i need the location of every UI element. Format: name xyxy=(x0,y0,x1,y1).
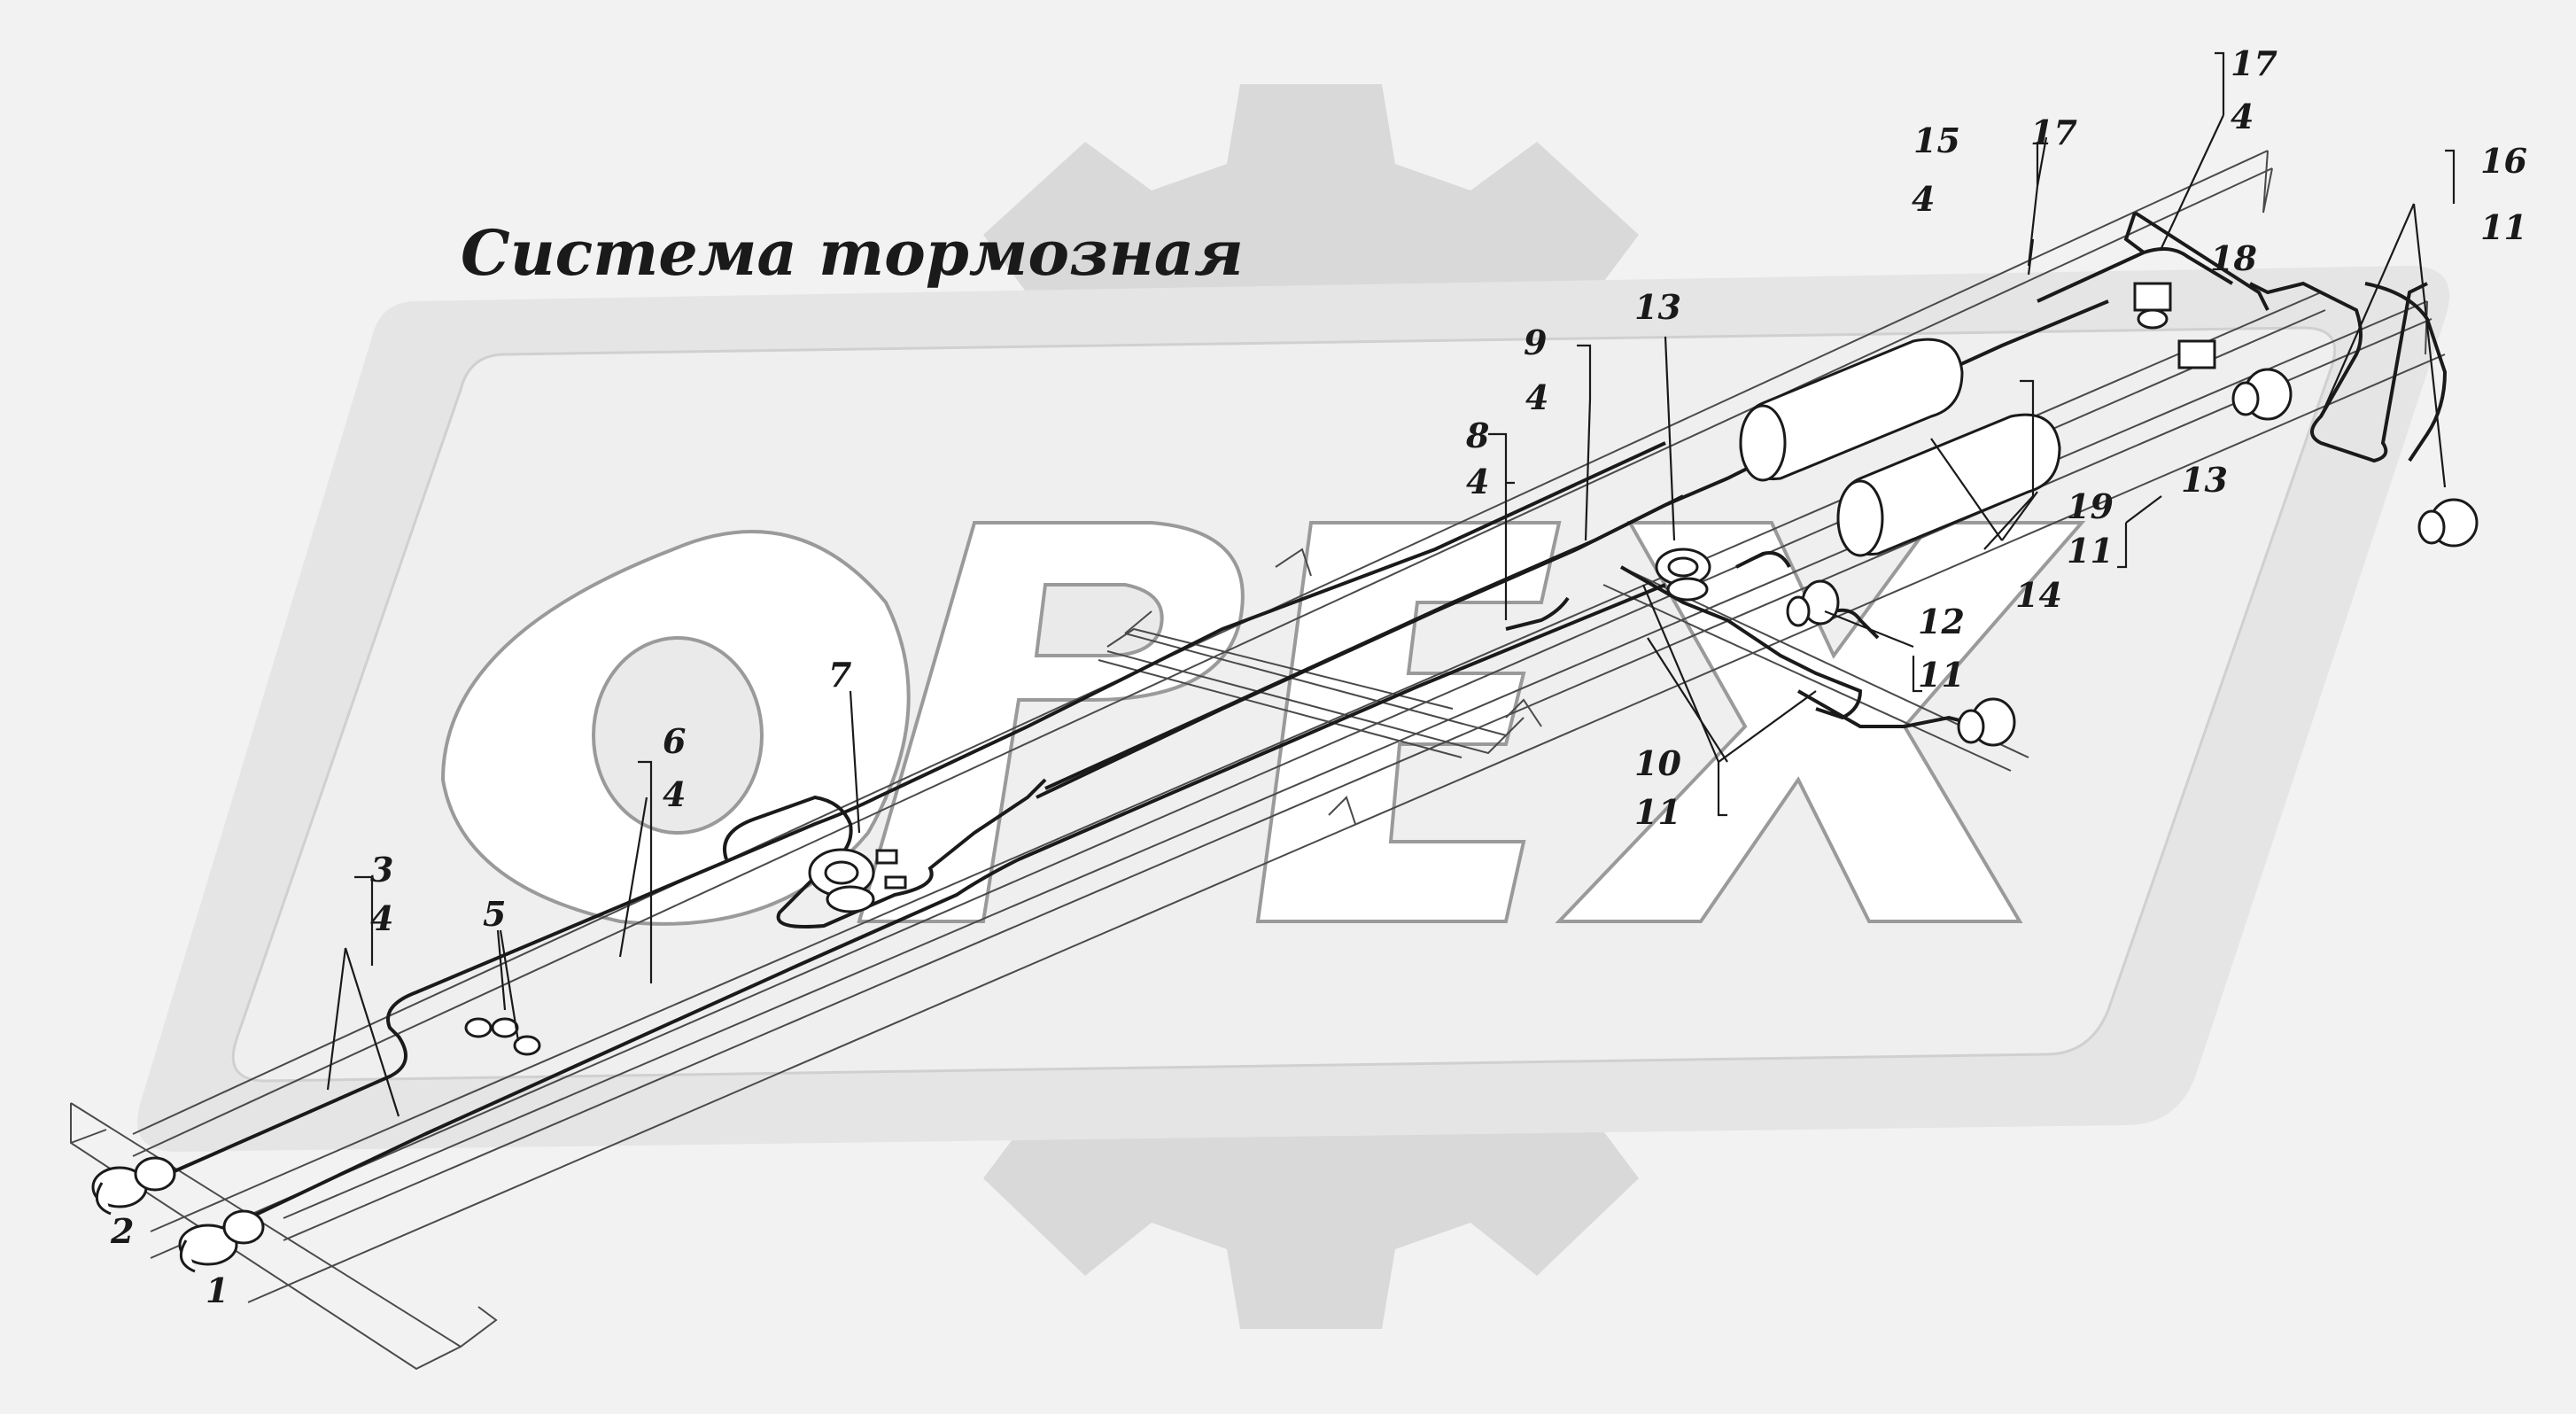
chassis-frame xyxy=(70,150,2446,1371)
brake-chamber-16-upper xyxy=(2231,368,2293,421)
callout-3: 3 xyxy=(370,850,393,890)
pipe-loop-valve xyxy=(723,778,1047,928)
callout-12: 12 xyxy=(1918,602,1965,641)
frame-rail-right xyxy=(247,300,2446,1303)
callout-15: 15 xyxy=(1913,120,1960,160)
front-brake-chamber-1 xyxy=(178,1209,265,1273)
callout-6: 6 xyxy=(663,721,686,761)
callout-10: 10 xyxy=(1634,743,1681,783)
callout-11-c: 11 xyxy=(2067,531,2114,571)
diagram-title: Система тормозная xyxy=(461,216,1244,290)
callout-4-c: 4 xyxy=(1466,462,1489,501)
callout-17-b: 17 xyxy=(2231,43,2277,83)
callout-9: 9 xyxy=(1524,322,1547,362)
valve-18 xyxy=(2133,282,2216,369)
watermark-logo xyxy=(440,521,2086,926)
callout-14: 14 xyxy=(2015,575,2062,615)
callout-2: 2 xyxy=(110,1211,134,1251)
callout-7: 7 xyxy=(828,655,851,695)
callout-4-f: 4 xyxy=(2231,97,2254,136)
callout-labels: 1 2 3 4 5 6 4 7 8 4 9 4 13 10 11 12 11 1… xyxy=(110,43,2527,1310)
callout-4-e: 4 xyxy=(1912,179,1935,219)
front-brake-chamber-2 xyxy=(91,1156,176,1216)
relay-valve-13 xyxy=(1655,548,1711,602)
air-receiver-14-upper xyxy=(1739,338,1964,482)
connector-5 xyxy=(464,1017,541,1056)
callout-18: 18 xyxy=(2210,238,2257,278)
air-receiver-14-lower xyxy=(1836,413,2061,557)
frame-rail-end xyxy=(2262,150,2428,355)
callout-17-a: 17 xyxy=(2030,113,2077,152)
frame-rail-left xyxy=(132,150,2326,1259)
callout-13-a: 13 xyxy=(1634,287,1681,327)
callout-4-d: 4 xyxy=(1525,377,1548,417)
cross-member-2 xyxy=(1098,627,1463,758)
callout-4-a: 4 xyxy=(370,898,393,938)
callout-16: 16 xyxy=(2480,141,2527,181)
callout-11-d: 11 xyxy=(2480,207,2527,247)
valve-7 xyxy=(808,848,907,913)
frame-brackets xyxy=(1275,548,1542,825)
front-cross-member xyxy=(70,1102,498,1371)
brake-chamber-11-lower xyxy=(1957,697,2016,747)
callout-11-b: 11 xyxy=(1918,655,1965,695)
components xyxy=(91,282,2479,1273)
pipe-rear-chamber-right xyxy=(2364,282,2448,462)
brake-chamber-16-lower xyxy=(2417,498,2479,548)
cross-member-1 xyxy=(1106,610,1525,755)
callout-13-b: 13 xyxy=(2181,460,2228,500)
pipe-front-left xyxy=(167,441,1666,1176)
callout-1: 1 xyxy=(206,1270,229,1310)
callout-5: 5 xyxy=(483,894,506,934)
callout-8: 8 xyxy=(1465,416,1489,455)
pipe-rear-to-chamber-16 xyxy=(2249,281,2428,463)
callout-11-a: 11 xyxy=(1634,792,1681,832)
leader-lines xyxy=(326,51,2456,1117)
pipe-mid-bundle-2 xyxy=(1044,494,1684,790)
pipe-front-right xyxy=(238,583,1666,1224)
callout-4-b: 4 xyxy=(663,774,686,814)
callout-19: 19 xyxy=(2067,486,2114,526)
pipe-rear-upper xyxy=(2037,211,2270,311)
